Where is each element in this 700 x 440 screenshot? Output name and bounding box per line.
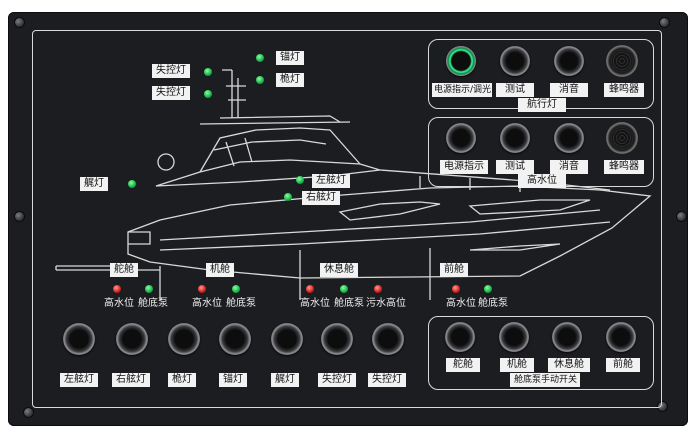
compartment-engine-label: 机舱 [206, 263, 234, 277]
hw-panel-caption: 高水位 [518, 174, 566, 188]
hw-test-button[interactable] [500, 123, 530, 153]
mast-light-label: 桅灯 [276, 73, 304, 87]
rest-high-water-text: 高水位 [300, 298, 330, 309]
port-light-led [296, 176, 304, 184]
bilge-panel-caption: 舱底泵手动开关 [510, 373, 580, 387]
nav-buzzer-icon [606, 45, 638, 77]
front-bilge-pump-text: 舱底泵 [478, 298, 508, 309]
nav-power-dimmer-label: 电源指示/调光 [432, 83, 492, 97]
compartment-rudder-label: 舵舱 [110, 263, 138, 277]
loss-control-switch-label-1: 失控灯 [318, 373, 356, 387]
engine-high-water-text: 高水位 [192, 298, 222, 309]
bilge-engine-label: 机舱 [500, 358, 534, 372]
rudder-bilge-pump-text: 舱底泵 [138, 298, 168, 309]
rest-bilge-pump-text: 舱底泵 [334, 298, 364, 309]
engine-high-water-led [198, 285, 206, 293]
hw-test-label: 测试 [496, 160, 534, 174]
nav-buzzer-label: 蜂鸣器 [604, 83, 644, 97]
rest-sewage-high-text: 污水高位 [366, 298, 406, 309]
bilge-rest-label: 休息舱 [548, 358, 590, 372]
engine-bilge-pump-led [232, 285, 240, 293]
loss-control-switch-1[interactable] [321, 323, 353, 355]
nav-test-button[interactable] [500, 46, 530, 76]
screw-icon [24, 408, 33, 417]
mast-light-switch-label: 桅灯 [168, 373, 196, 387]
front-high-water-led [452, 285, 460, 293]
compartment-rest-label: 休息舱 [320, 263, 358, 277]
compartment-front-label: 前舱 [440, 263, 468, 277]
hw-buzzer-icon [606, 122, 638, 154]
screw-icon [660, 18, 669, 27]
loss-control-light-label-2: 失控灯 [152, 86, 190, 100]
anchor-light-label: 锚灯 [276, 51, 304, 65]
nav-mute-button[interactable] [554, 46, 584, 76]
bilge-front-button[interactable] [606, 322, 636, 352]
loss-control-switch-label-2: 失控灯 [368, 373, 406, 387]
rest-sewage-high-led [374, 285, 382, 293]
bilge-front-label: 前舱 [606, 358, 640, 372]
stern-light-led [128, 180, 136, 188]
bilge-rudder-button[interactable] [445, 322, 475, 352]
starboard-light-led [284, 193, 292, 201]
screw-icon [658, 402, 667, 411]
starboard-light-switch-label: 右舷灯 [112, 373, 150, 387]
loss-control-led-2 [204, 90, 212, 98]
loss-control-light-label-1: 失控灯 [152, 64, 190, 78]
stern-light-label: 艉灯 [80, 177, 108, 191]
bilge-rest-button[interactable] [552, 322, 582, 352]
screw-icon [15, 212, 24, 221]
stern-light-switch-label: 艉灯 [271, 373, 299, 387]
port-light-label: 左舷灯 [312, 174, 350, 188]
hw-power-button[interactable] [446, 123, 476, 153]
panel-frame [32, 30, 662, 408]
loss-control-switch-2[interactable] [372, 323, 404, 355]
rudder-high-water-text: 高水位 [104, 298, 134, 309]
anchor-light-switch[interactable] [219, 323, 251, 355]
port-light-switch-label: 左舷灯 [60, 373, 98, 387]
anchor-light-led [256, 54, 264, 62]
nav-power-dimmer-button[interactable] [446, 46, 476, 76]
port-light-switch[interactable] [63, 323, 95, 355]
rest-bilge-pump-led [340, 285, 348, 293]
bilge-rudder-label: 舵舱 [446, 358, 480, 372]
starboard-light-label: 右舷灯 [302, 191, 340, 205]
rest-high-water-led [306, 285, 314, 293]
nav-panel-caption: 航行灯 [518, 98, 566, 112]
bilge-pump-manual-panel [428, 316, 654, 390]
screw-icon [677, 212, 686, 221]
bilge-engine-button[interactable] [499, 322, 529, 352]
front-high-water-text: 高水位 [446, 298, 476, 309]
nav-mute-label: 消音 [550, 83, 588, 97]
anchor-light-switch-label: 锚灯 [219, 373, 247, 387]
screw-icon [15, 18, 24, 27]
hw-mute-button[interactable] [554, 123, 584, 153]
hw-power-label: 电源指示 [440, 160, 488, 174]
hw-mute-label: 消音 [550, 160, 588, 174]
hw-buzzer-label: 蜂鸣器 [604, 160, 644, 174]
stern-light-switch[interactable] [271, 323, 303, 355]
loss-control-led-1 [204, 68, 212, 76]
rudder-high-water-led [113, 285, 121, 293]
engine-bilge-pump-text: 舱底泵 [226, 298, 256, 309]
starboard-light-switch[interactable] [116, 323, 148, 355]
mast-light-led [256, 76, 264, 84]
mast-light-switch[interactable] [168, 323, 200, 355]
front-bilge-pump-led [484, 285, 492, 293]
rudder-bilge-pump-led [145, 285, 153, 293]
nav-test-label: 测试 [496, 83, 534, 97]
